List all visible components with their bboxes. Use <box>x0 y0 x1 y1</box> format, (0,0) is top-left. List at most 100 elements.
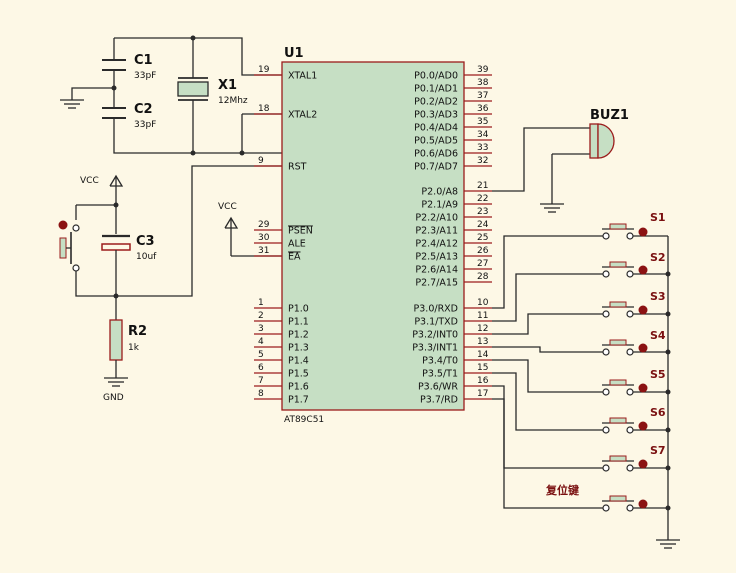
c1-ref-label: C1 <box>134 53 153 68</box>
pin-name: P1.6 <box>288 382 309 393</box>
pin-name: XTAL2 <box>288 110 317 121</box>
c2-value-label: 33pF <box>134 120 156 130</box>
push-switch-6: S6 <box>602 406 666 434</box>
pin-number: 36 <box>477 104 489 114</box>
pin-number: 6 <box>258 363 264 373</box>
r2-value-label: 1k <box>128 343 140 353</box>
pin-name: P3.1/TXD <box>414 317 458 328</box>
c3-capacitor-hatched-plate <box>101 243 131 251</box>
pin-number: 28 <box>477 272 489 282</box>
reset-circuit <box>58 165 282 387</box>
switch-ref-label: S7 <box>650 444 666 457</box>
pin-name: P1.1 <box>288 317 309 328</box>
pin-number: 16 <box>477 376 489 386</box>
chip-pin-5: 5P1.4 <box>254 350 309 367</box>
pin-name: P3.4/T0 <box>422 356 458 367</box>
pin-number: 34 <box>477 130 489 140</box>
push-switch-7: S7 <box>602 444 666 472</box>
chip-part-label: AT89C51 <box>284 415 324 425</box>
chip-right-pins: 39P0.0/AD038P0.1/AD137P0.2/AD236P0.3/AD3… <box>412 65 492 406</box>
ea-vcc-circuit <box>224 216 282 257</box>
pin-name: P2.5/A13 <box>415 252 458 263</box>
pin-number: 2 <box>258 311 264 321</box>
pin-name: EA <box>288 252 301 263</box>
pin-number: 14 <box>477 350 489 360</box>
chip-pin-3: 3P1.2 <box>254 324 309 341</box>
buzzer-ref-label: BUZ1 <box>590 108 629 123</box>
pin-name: P0.0/AD0 <box>414 71 458 82</box>
pin-number: 39 <box>477 65 489 75</box>
pin-name: P0.1/AD1 <box>414 84 458 95</box>
chip-pin-4: 4P1.3 <box>254 337 309 354</box>
c2-ref-label: C2 <box>134 102 153 117</box>
switch-wiring <box>492 235 680 549</box>
push-switch-1: S1 <box>602 211 666 240</box>
pin-number: 27 <box>477 259 488 269</box>
pin-number: 17 <box>477 389 488 399</box>
pin-number: 25 <box>477 233 488 243</box>
pin-number: 9 <box>258 156 264 166</box>
switch-ref-label: S6 <box>650 406 666 419</box>
pin-name: P0.3/AD3 <box>414 110 458 121</box>
buzzer-circuit <box>492 123 615 213</box>
pin-number: 21 <box>477 181 488 191</box>
switch-ref-label: 复位键 <box>545 483 580 497</box>
chip-pin-7: 7P1.6 <box>254 376 309 393</box>
pin-number: 31 <box>258 246 269 256</box>
pin-name: RST <box>288 162 307 173</box>
pin-number: 13 <box>477 337 488 347</box>
pin-name: P2.4/A12 <box>415 239 458 250</box>
push-switch-4: S4 <box>602 329 666 356</box>
pin-number: 4 <box>258 337 264 347</box>
pin-name: P3.2/INT0 <box>412 330 458 341</box>
pin-name: P2.7/A15 <box>415 278 458 289</box>
push-switch-3: S3 <box>602 290 666 318</box>
c1-value-label: 33pF <box>134 71 156 81</box>
chip-ref-label: U1 <box>284 46 304 61</box>
pin-name: P3.3/INT1 <box>412 343 458 354</box>
pin-number: 19 <box>258 65 270 75</box>
x1-value-label: 12Mhz <box>218 96 248 106</box>
pin-number: 22 <box>477 194 488 204</box>
pin-number: 30 <box>258 233 270 243</box>
push-switch-2: S2 <box>602 251 666 278</box>
pin-number: 5 <box>258 350 264 360</box>
buzzer-body <box>589 123 599 159</box>
pin-name: P0.6/AD6 <box>414 149 458 160</box>
x1-ref-label: X1 <box>218 78 237 93</box>
pin-name: P1.3 <box>288 343 309 354</box>
push-switch-8: 复位键 <box>545 483 648 512</box>
pin-number: 24 <box>477 220 489 230</box>
c3-ref-label: C3 <box>136 234 155 249</box>
pin-number: 7 <box>258 376 264 386</box>
x1-crystal-body <box>177 81 209 97</box>
pin-name: P3.5/T1 <box>422 369 458 380</box>
pin-number: 32 <box>477 156 488 166</box>
pin-name: ALE <box>288 239 306 250</box>
pin-number: 35 <box>477 117 488 127</box>
pin-number: 23 <box>477 207 488 217</box>
pin-number: 18 <box>258 104 270 114</box>
chip-pin-1: 1P1.0 <box>254 298 309 315</box>
